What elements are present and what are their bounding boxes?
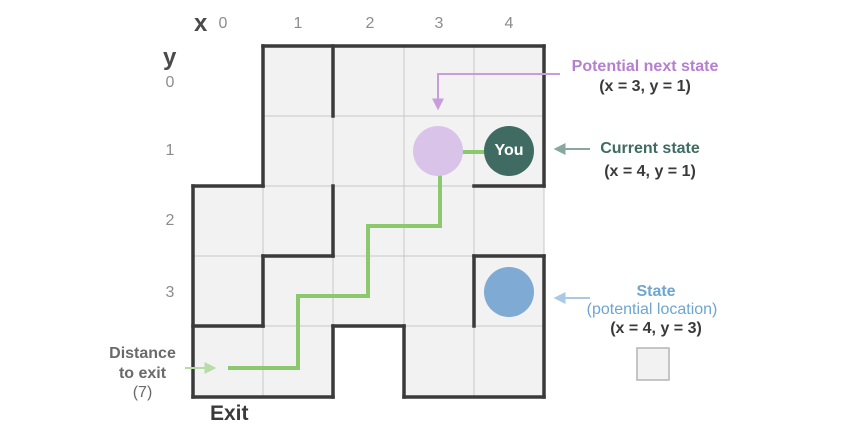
y-axis-title: y (163, 44, 177, 71)
agent-marker (484, 126, 534, 176)
y-tick-0: 0 (165, 74, 175, 91)
distance-line2: to exit (118, 365, 167, 382)
grid-cell (262, 45, 334, 117)
grid-cell (262, 115, 334, 187)
grid-cell (403, 255, 475, 327)
grid-cell (473, 45, 545, 117)
maze-walls (191, 44, 546, 399)
grid-cell (332, 115, 405, 187)
x-tick-3: 3 (434, 15, 444, 32)
state-subtitle: (potential location) (586, 301, 718, 318)
grid-cell (403, 325, 475, 398)
y-tick-2: 2 (165, 212, 175, 229)
next-state-arrow (432, 73, 560, 111)
distance-value: (7) (132, 384, 153, 401)
state-coords: (x = 4, y = 3) (610, 320, 702, 337)
grid-cell (332, 45, 405, 117)
grid-cell (473, 325, 545, 398)
current-state-title: Current state (600, 140, 700, 157)
next-state-title: Potential next state (571, 58, 719, 75)
grid-cell (473, 185, 545, 257)
y-tick-1: 1 (165, 142, 175, 159)
agent-label: You (494, 142, 524, 159)
x-axis-title: x (194, 10, 208, 37)
grid-cell (192, 255, 264, 327)
next-state-coords: (x = 3, y = 1) (599, 78, 691, 95)
exit-label: Exit (210, 402, 249, 425)
next-state-marker (413, 126, 463, 176)
x-tick-0: 0 (218, 15, 228, 32)
x-tick-1: 1 (293, 15, 303, 32)
distance-line1: Distance (109, 345, 176, 362)
x-tick-4: 4 (504, 15, 514, 32)
grid-cells (192, 45, 545, 398)
x-tick-2: 2 (365, 15, 375, 32)
current-state-coords: (x = 4, y = 1) (604, 163, 696, 180)
state-legend-square (636, 347, 670, 381)
grid-cell (192, 185, 264, 257)
y-tick-3: 3 (165, 284, 175, 301)
grid-cell (262, 185, 334, 257)
state-title: State (636, 283, 676, 300)
state-marker (484, 267, 534, 317)
grid-cell (192, 325, 264, 398)
